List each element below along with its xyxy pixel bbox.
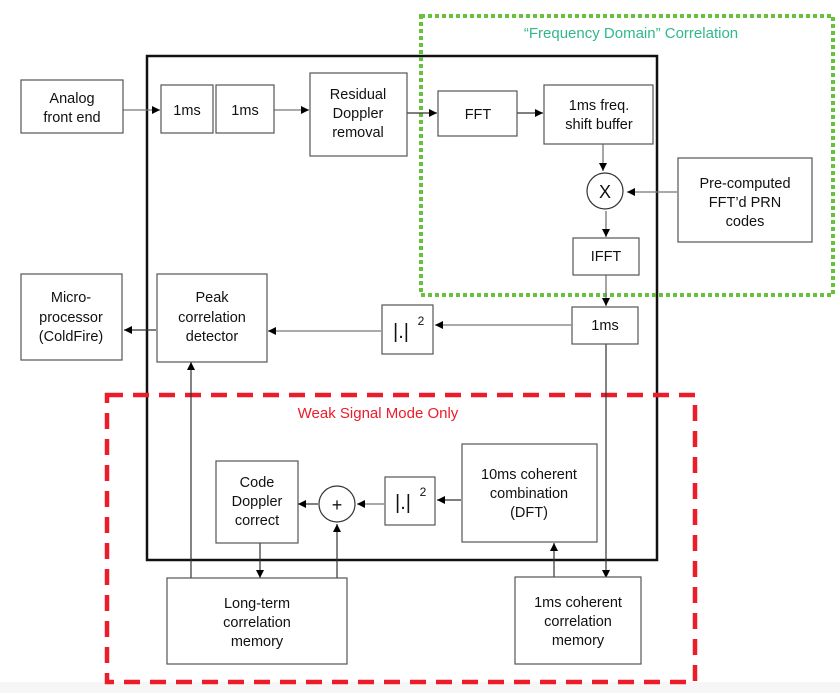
svg-text:Micro-: Micro-	[51, 290, 91, 306]
svg-text:correct: correct	[235, 513, 279, 529]
block-precomputed-prn-codes: Pre-computed FFT’d PRN codes	[677, 157, 813, 243]
multiply-icon: X	[599, 182, 611, 202]
block-peak-correlation-detector: Peak correlation detector	[156, 273, 268, 363]
block-freq-shift-buffer: 1ms freq. shift buffer	[543, 84, 654, 145]
svg-text:1ms coherent: 1ms coherent	[534, 595, 622, 611]
svg-text:FFT: FFT	[465, 107, 492, 123]
svg-text:front end: front end	[43, 110, 100, 126]
block-1ms-buffer-a: 1ms	[160, 84, 214, 134]
svg-text:1ms: 1ms	[173, 103, 200, 119]
svg-text:Long-term: Long-term	[224, 596, 290, 612]
svg-text:|.|: |.|	[393, 321, 409, 343]
svg-text:memory: memory	[552, 633, 605, 649]
block-ifft: IFFT	[572, 237, 640, 276]
svg-text:combination: combination	[490, 486, 568, 502]
svg-text:(DFT): (DFT)	[510, 505, 548, 521]
svg-text:2: 2	[418, 314, 425, 328]
svg-text:1ms: 1ms	[591, 318, 618, 334]
svg-text:Doppler: Doppler	[333, 106, 384, 122]
svg-text:correlation: correlation	[223, 615, 291, 631]
weak-signal-region	[104, 392, 698, 685]
svg-text:detector: detector	[186, 329, 239, 345]
block-magnitude-squared-bottom: |.| 2	[384, 476, 436, 526]
block-analog-front-end: Analog front end	[20, 79, 124, 134]
chip-boundary	[145, 54, 659, 562]
svg-text:1ms freq.: 1ms freq.	[569, 98, 629, 114]
svg-text:codes: codes	[726, 214, 765, 230]
block-1ms-coherent-correlation-memory: 1ms coherent correlation memory	[514, 576, 642, 665]
block-code-doppler-correct: Code Doppler correct	[215, 460, 299, 544]
svg-text:Code: Code	[240, 475, 275, 491]
svg-text:2: 2	[420, 485, 427, 499]
bottom-edge	[0, 682, 840, 693]
svg-text:10ms coherent: 10ms coherent	[481, 467, 577, 483]
svg-text:correlation: correlation	[544, 614, 612, 630]
svg-text:removal: removal	[332, 125, 384, 141]
block-1ms-buffer-b: 1ms	[215, 84, 275, 134]
frequency-domain-title: “Frequency Domain” Correlation	[524, 25, 738, 42]
svg-text:(ColdFire): (ColdFire)	[39, 329, 103, 345]
svg-text:Residual: Residual	[330, 87, 386, 103]
svg-text:FFT’d PRN: FFT’d PRN	[709, 195, 782, 211]
svg-text:Doppler: Doppler	[232, 494, 283, 510]
block-microprocessor: Micro- processor (ColdFire)	[20, 273, 123, 361]
svg-text:1ms: 1ms	[231, 103, 258, 119]
add-operator: +	[318, 485, 356, 523]
add-icon: +	[332, 495, 343, 515]
svg-text:memory: memory	[231, 634, 284, 650]
block-long-term-correlation-memory: Long-term correlation memory	[166, 577, 348, 665]
frequency-domain-region	[419, 14, 835, 297]
multiply-operator: X	[586, 172, 624, 210]
svg-text:|.|: |.|	[395, 492, 411, 514]
weak-signal-title: Weak Signal Mode Only	[298, 405, 459, 422]
block-magnitude-squared-top: |.| 2	[381, 304, 434, 355]
block-1ms-buffer-c: 1ms	[571, 306, 639, 345]
block-residual-doppler-removal: Residual Doppler removal	[309, 72, 408, 157]
block-coherent-combination-dft: 10ms coherent combination (DFT)	[461, 443, 598, 543]
svg-text:Pre-computed: Pre-computed	[699, 176, 790, 192]
block-fft: FFT	[437, 90, 518, 137]
svg-text:correlation: correlation	[178, 310, 246, 326]
svg-text:shift buffer: shift buffer	[565, 117, 633, 133]
svg-text:Peak: Peak	[195, 290, 229, 306]
svg-text:processor: processor	[39, 310, 103, 326]
svg-text:IFFT: IFFT	[591, 249, 622, 265]
svg-text:Analog: Analog	[49, 91, 94, 107]
